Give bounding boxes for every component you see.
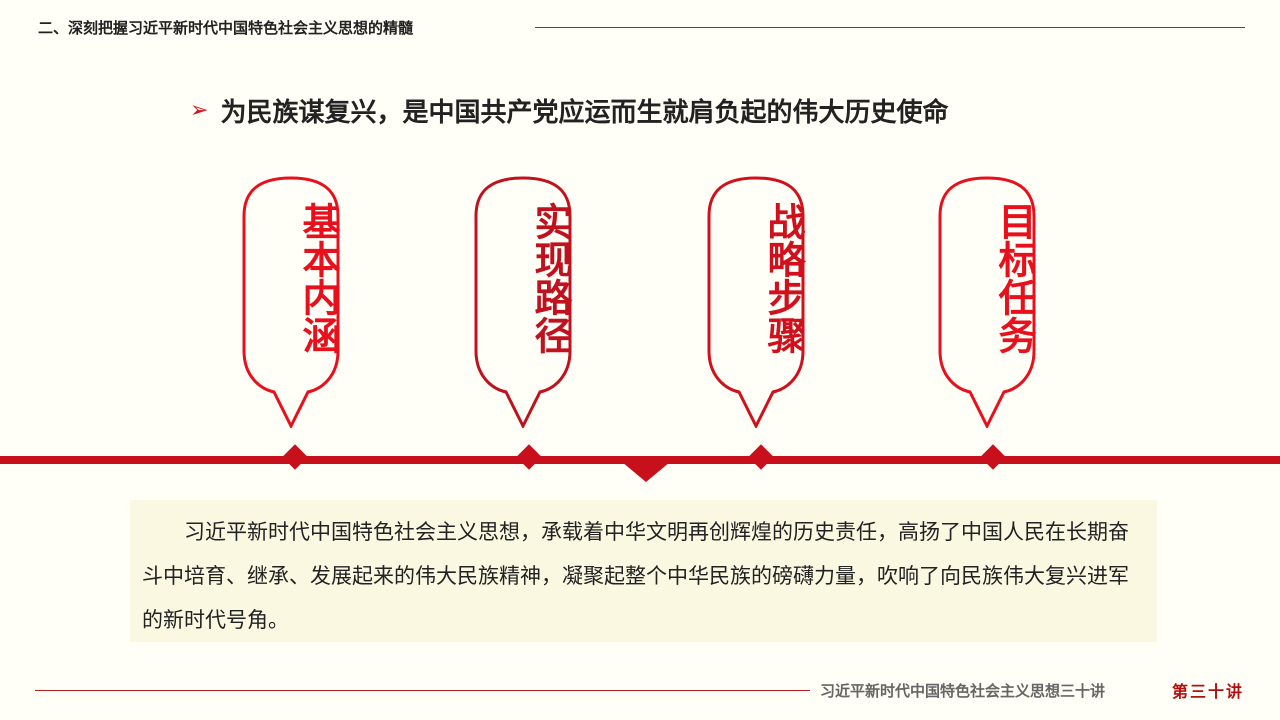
footer-lecture-number: 第三十讲 [1172,682,1245,701]
bubble-target-tasks: 目标任务 [938,176,1036,428]
timeline-line [0,456,1280,464]
arrow-right-icon: ➢ [190,98,209,123]
timeline-diamond [282,444,308,470]
timeline-diamond [748,444,774,470]
speech-bubble-shape [707,176,805,428]
bubble-label: 战略步骤 [761,202,805,354]
section-header: 二、深刻把握习近平新时代中国特色社会主义思想的精髓 [38,19,414,37]
summary-paragraph: 习近平新时代中国特色社会主义思想，承载着中华文明再创辉煌的历史责任，高扬了中国人… [130,500,1157,642]
bubble-implementation-path: 实现路径 [474,176,572,428]
footer-series-title: 习近平新时代中国特色社会主义思想三十讲 [820,682,1106,700]
bubble-label: 目标任务 [992,202,1036,354]
speech-bubble-shape [938,176,1036,428]
timeline-triangle [622,462,670,482]
bubble-strategic-steps: 战略步骤 [707,176,805,428]
bubble-basic-connotation: 基本内涵 [242,176,340,428]
bubble-label: 实现路径 [528,202,572,354]
header-divider [535,27,1245,28]
speech-bubble-shape [474,176,572,428]
speech-bubble-shape [242,176,340,428]
subtitle-text: 为民族谋复兴，是中国共产党应运而生就肩负起的伟大历史使命 [220,98,949,128]
timeline-diamond [980,444,1006,470]
footer-divider [35,690,810,691]
bubble-label: 基本内涵 [296,202,340,354]
timeline-diamond [516,444,542,470]
slide-subtitle: ➢ 为民族谋复兴，是中国共产党应运而生就肩负起的伟大历史使命 [190,92,948,129]
